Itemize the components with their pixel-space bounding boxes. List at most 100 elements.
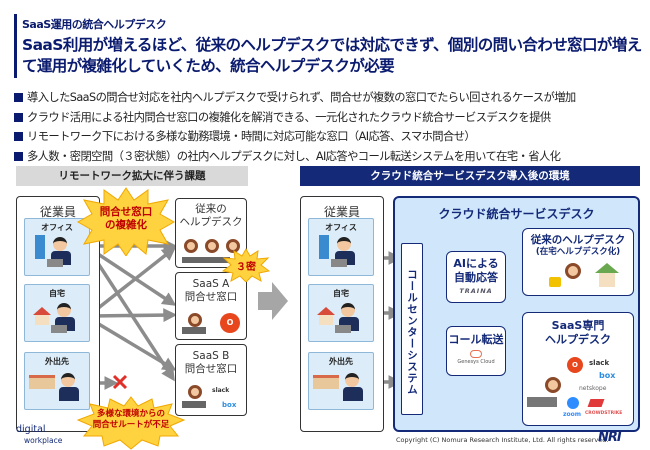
burst-route-shortage-text: 多様な環境からの 問合せルートが不足 xyxy=(86,409,176,431)
genesys-logo-text: Genesys Cloud xyxy=(457,359,495,365)
burst-complexity-text: 問合せ窓口 の複雑化 xyxy=(96,206,156,232)
transition-arrow-icon xyxy=(258,282,288,320)
office365-logo-icon: O xyxy=(567,357,583,373)
target-title-line1: SaaS B xyxy=(192,350,230,362)
saas-specialist-helpdesk-box: SaaS専門 ヘルプデスク O slack box netskope zoom … xyxy=(522,312,634,426)
burst-line: 問合せ窓口 xyxy=(99,206,153,218)
laptop-icon xyxy=(331,259,347,267)
saas-desk-title-line2: ヘルプデスク xyxy=(545,333,611,346)
legacy-desk-subtitle: (在宅ヘルプデスク化) xyxy=(535,247,621,257)
ai-box-line2: 自動応答 xyxy=(454,271,498,284)
transfer-box-title: コール転送 xyxy=(448,333,504,346)
target-title-line2: 問合せ窓口 xyxy=(184,363,238,375)
arrow-home-to-saas-b xyxy=(91,318,177,371)
burst-complexity xyxy=(76,187,176,256)
copyright-text: Copyright (C) Nomura Research Institute,… xyxy=(396,436,609,444)
person-icon xyxy=(341,303,355,317)
location-label: 外出先 xyxy=(329,357,353,366)
operator-icon xyxy=(226,239,240,253)
burst-line: 多様な環境からの xyxy=(96,409,165,419)
building-icon xyxy=(319,235,329,259)
cloud-service-desk-title: クラウド統合サービスデスク xyxy=(438,207,595,221)
cross-icon xyxy=(112,374,128,390)
square-bullet-icon xyxy=(14,112,23,122)
operator-icon xyxy=(545,377,561,393)
bullet-item: 導入したSaaSの問合せ対応を社内ヘルプデスクで受けられず、問合せが複数の窓口で… xyxy=(14,88,644,108)
zoom-logo-text: zoom xyxy=(563,411,581,418)
arrow-home-to-saas-a xyxy=(91,308,178,323)
square-bullet-icon xyxy=(14,151,23,161)
buildings-icon xyxy=(313,375,339,389)
page-title: SaaS利用が増えるほど、従来のヘルプデスクでは対応できず、個別の問い合わせ窓口… xyxy=(22,35,642,77)
person-icon xyxy=(337,237,351,251)
person-with-phone-icon xyxy=(59,387,79,401)
laptop-icon xyxy=(51,325,67,333)
box-logo-icon: box xyxy=(222,401,237,409)
page-subtitle: SaaS運用の統合ヘルプデスク xyxy=(22,18,167,31)
operator-icon xyxy=(205,239,219,253)
employee-title: 従業員 xyxy=(323,205,360,219)
bullet-item: リモートワーク下における多様な勤務環境・時間に対応可能な窓口（AI応答、スマホ問… xyxy=(14,127,644,147)
person-with-phone-icon xyxy=(343,387,363,401)
target-title-line1: SaaS A xyxy=(192,278,230,290)
person-icon xyxy=(61,373,75,387)
location-card-office: オフィス xyxy=(308,218,374,276)
arrow-office-to-saas-a xyxy=(91,248,177,306)
laptop-icon xyxy=(47,259,63,267)
employee-title: 従業員 xyxy=(39,205,76,219)
page-title-line2: て運用が複雑化していくため、統合ヘルプデスクが必要 xyxy=(22,57,395,75)
arrow-home-to-helpdesk xyxy=(90,246,177,315)
saas-b-box: SaaS B 問合せ窓口 slack box xyxy=(175,344,247,416)
burst-3mitsu xyxy=(222,248,270,282)
operator-icon xyxy=(184,239,198,253)
right-section-header: クラウド統合サービスデスク導入後の環境 xyxy=(300,166,640,186)
person-icon xyxy=(53,237,67,251)
location-card-home: 自宅 xyxy=(24,284,90,342)
operator-icon xyxy=(565,263,581,279)
bullet-item: クラウド活用による社内問合せ窓口の複雑化を解消できる、一元化されたクラウド統合サ… xyxy=(14,108,644,128)
laptop-icon xyxy=(335,325,351,333)
bullet-list: 導入したSaaSの問合せ対応を社内ヘルプデスクで受けられず、問合せが複数の窓口で… xyxy=(14,88,644,166)
location-card-outside: 外出先 xyxy=(308,352,374,410)
callcenter-system-box: コールセンターシステム xyxy=(401,243,423,415)
person-icon xyxy=(57,303,71,317)
target-title-line1: 従来の xyxy=(195,203,227,215)
bullet-item: 多人数・密閉空間（３密状態）の社内ヘルプデスクに対し、AI応答やコール転送システ… xyxy=(14,147,644,167)
nri-logo: NRI xyxy=(598,430,622,445)
house-body-icon xyxy=(35,315,49,325)
lock-icon xyxy=(549,277,561,287)
location-label: 自宅 xyxy=(49,289,65,298)
saas-desk-title-line1: SaaS専門 xyxy=(551,319,605,332)
location-card-office: オフィス xyxy=(24,218,90,276)
legacy-helpdesk-remote-box: 従来のヘルプデスク (在宅ヘルプデスク化) xyxy=(522,228,634,296)
square-bullet-icon xyxy=(14,93,23,102)
zoom-logo-icon xyxy=(567,397,579,409)
location-label: 外出先 xyxy=(45,357,69,366)
home-body-icon xyxy=(599,273,615,287)
burst-3mitsu-text: ３密 xyxy=(236,262,256,273)
operators-group-icon xyxy=(184,239,240,259)
crowdstrike-falcon-icon xyxy=(587,399,605,407)
house-body-icon xyxy=(319,315,333,325)
laptop-icon xyxy=(182,401,206,408)
operator-icon xyxy=(188,385,202,399)
left-section-header: リモートワーク拡大に伴う課題 xyxy=(16,166,248,186)
location-label: 自宅 xyxy=(333,289,349,298)
location-label: オフィス xyxy=(41,223,73,232)
burst-route-shortage xyxy=(76,396,186,450)
cloud-icon xyxy=(470,350,482,358)
target-title-line2: 問合せ窓口 xyxy=(184,291,238,303)
left-connector-lines xyxy=(90,239,178,390)
buildings-icon xyxy=(29,375,55,389)
ai-auto-response-box: AIによる 自動応答 TRAINA xyxy=(446,251,506,303)
laptop-icon xyxy=(182,327,206,334)
ai-box-line1: AIによる xyxy=(453,257,499,270)
operator-icon xyxy=(188,313,202,327)
digital-workplace-logo-sub: workplace xyxy=(24,436,63,445)
target-title-line2: ヘルプデスク xyxy=(179,216,243,228)
saas-a-box: SaaS A 問合せ窓口 O xyxy=(175,272,247,340)
box-logo-icon: box xyxy=(599,371,616,380)
location-label: オフィス xyxy=(325,223,357,232)
digital-workplace-logo: digital xyxy=(16,424,46,435)
building-icon xyxy=(35,235,45,259)
